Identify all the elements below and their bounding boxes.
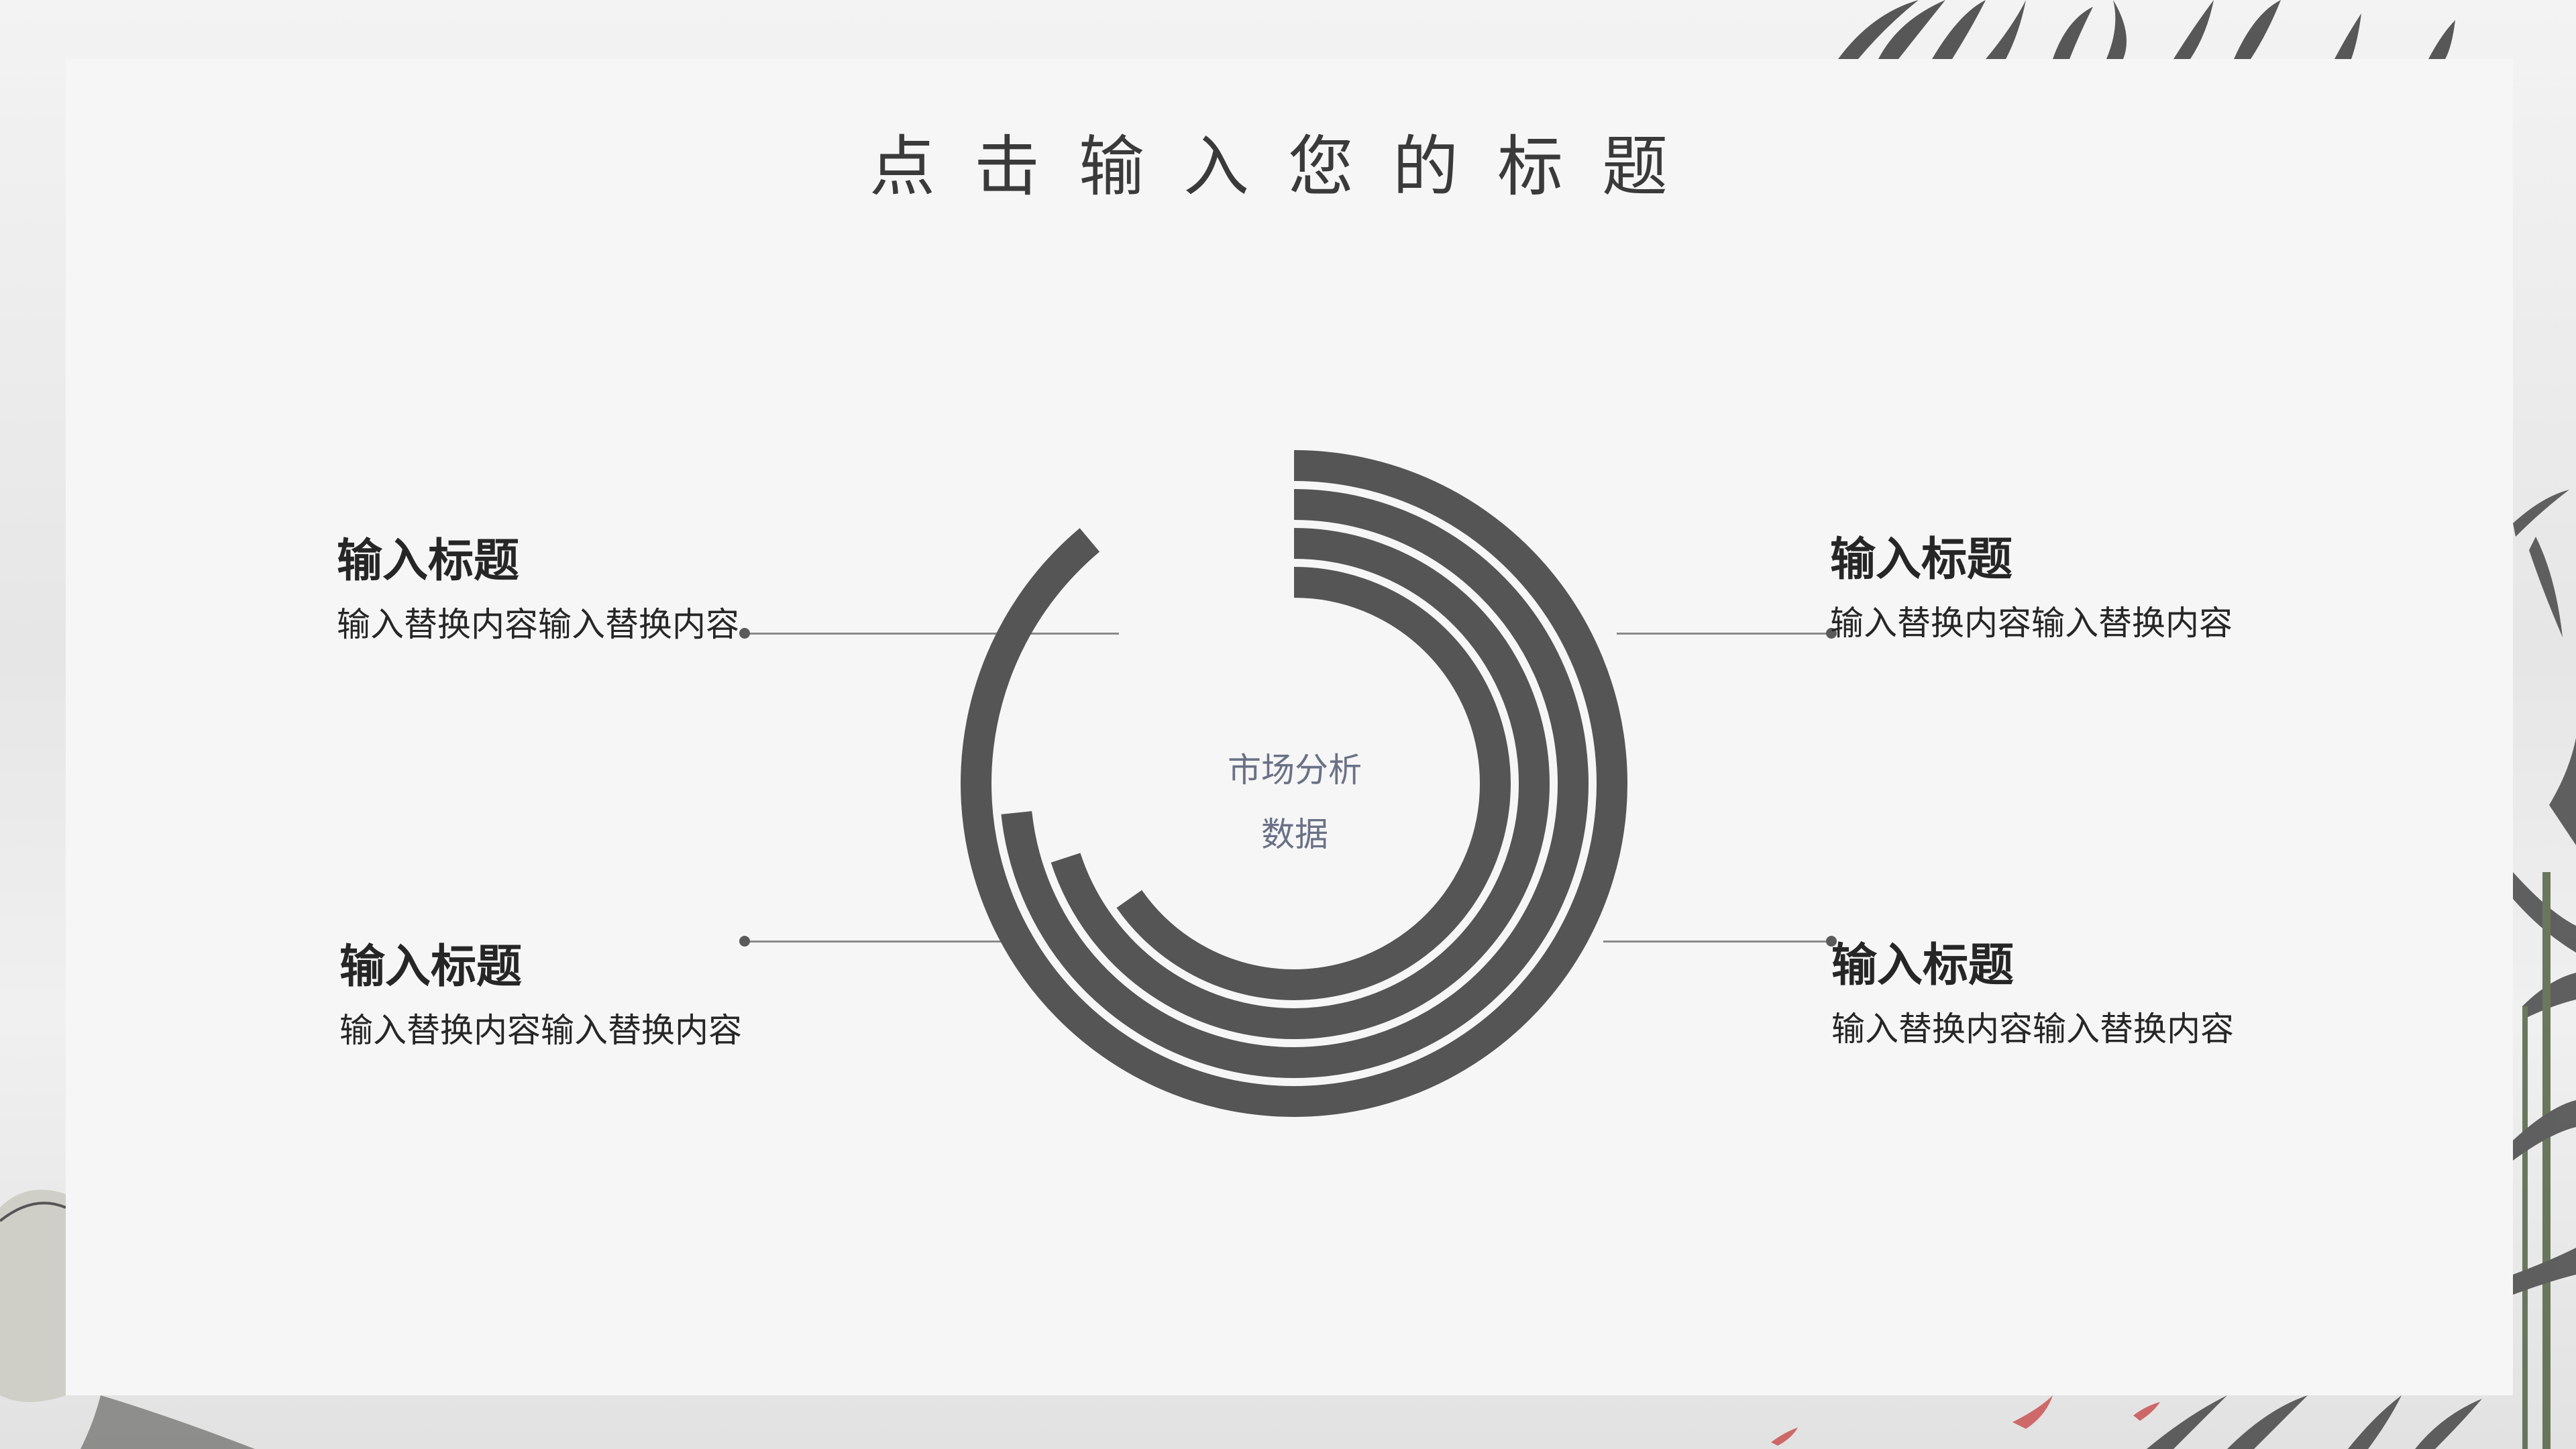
item-title[interactable]: 输入标题 xyxy=(339,941,523,994)
item-body[interactable]: 输入替换内容输入替换内容 xyxy=(1831,1009,2234,1049)
item-top-right: 输入标题 输入替换内容输入替换内容 xyxy=(1830,535,2273,655)
ring-arc-2 xyxy=(1051,528,1550,1039)
center-label-line2: 数据 xyxy=(1261,815,1328,854)
ring-arc-1 xyxy=(1116,567,1511,1000)
bamboo-leaves-top-icon xyxy=(1838,0,2455,59)
item-body[interactable]: 输入替换内容输入替换内容 xyxy=(1830,603,2233,643)
bamboo-leaves-bottom-icon xyxy=(1771,1395,2482,1449)
item-bottom-left: 输入标题 输入替换内容输入替换内容 xyxy=(339,941,782,1063)
item-title[interactable]: 输入标题 xyxy=(337,535,520,588)
content-panel xyxy=(66,59,2513,1395)
item-body[interactable]: 输入替换内容输入替换内容 xyxy=(339,1010,742,1050)
item-body[interactable]: 输入替换内容输入替换内容 xyxy=(337,604,739,644)
center-label: 市场分析 数据 xyxy=(1161,738,1429,867)
slide-title[interactable]: 点击输入您的标题 xyxy=(869,129,1707,205)
ring-arc-3 xyxy=(1001,489,1589,1078)
connector-dot-bottom-left xyxy=(739,936,750,947)
connector-dot-bottom-right xyxy=(1826,936,1837,947)
bamboo-leaves-right-icon xyxy=(2513,490,2576,1449)
connector-line-bottom-right xyxy=(1603,941,1831,943)
ring-arc-4 xyxy=(961,450,1627,1117)
item-title[interactable]: 输入标题 xyxy=(1831,939,2015,992)
ink-rock-left-icon xyxy=(0,1189,255,1449)
connector-dot-top-left xyxy=(739,628,750,639)
item-top-left: 输入标题 输入替换内容输入替换内容 xyxy=(337,535,780,657)
connector-line-top-right xyxy=(1617,633,1831,635)
connector-line-top-left xyxy=(743,633,1119,635)
item-title[interactable]: 输入标题 xyxy=(1830,533,2013,586)
connector-dot-top-right xyxy=(1826,628,1837,639)
connector-line-bottom-left xyxy=(743,941,1025,943)
item-bottom-right: 输入标题 输入替换内容输入替换内容 xyxy=(1831,941,2274,1061)
center-label-line1: 市场分析 xyxy=(1228,751,1362,790)
